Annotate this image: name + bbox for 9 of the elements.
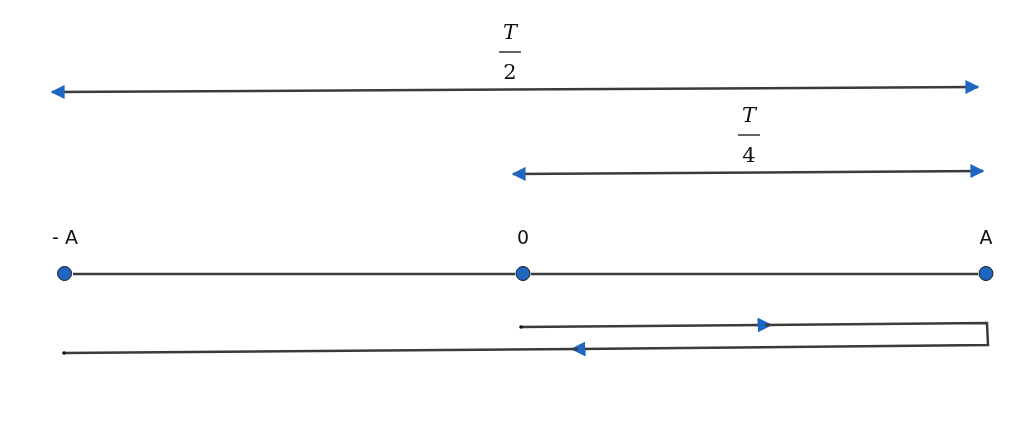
fraction-numerator: T bbox=[503, 20, 517, 44]
fraction-denominator: 4 bbox=[742, 143, 756, 167]
fraction-denominator: 2 bbox=[503, 60, 517, 84]
point-label: - A bbox=[52, 226, 78, 248]
point-label: A bbox=[979, 226, 993, 248]
line-segment bbox=[531, 272, 978, 276]
point-label: 0 bbox=[516, 226, 530, 248]
line-segment bbox=[73, 272, 515, 276]
fraction-numerator: T bbox=[742, 103, 756, 127]
